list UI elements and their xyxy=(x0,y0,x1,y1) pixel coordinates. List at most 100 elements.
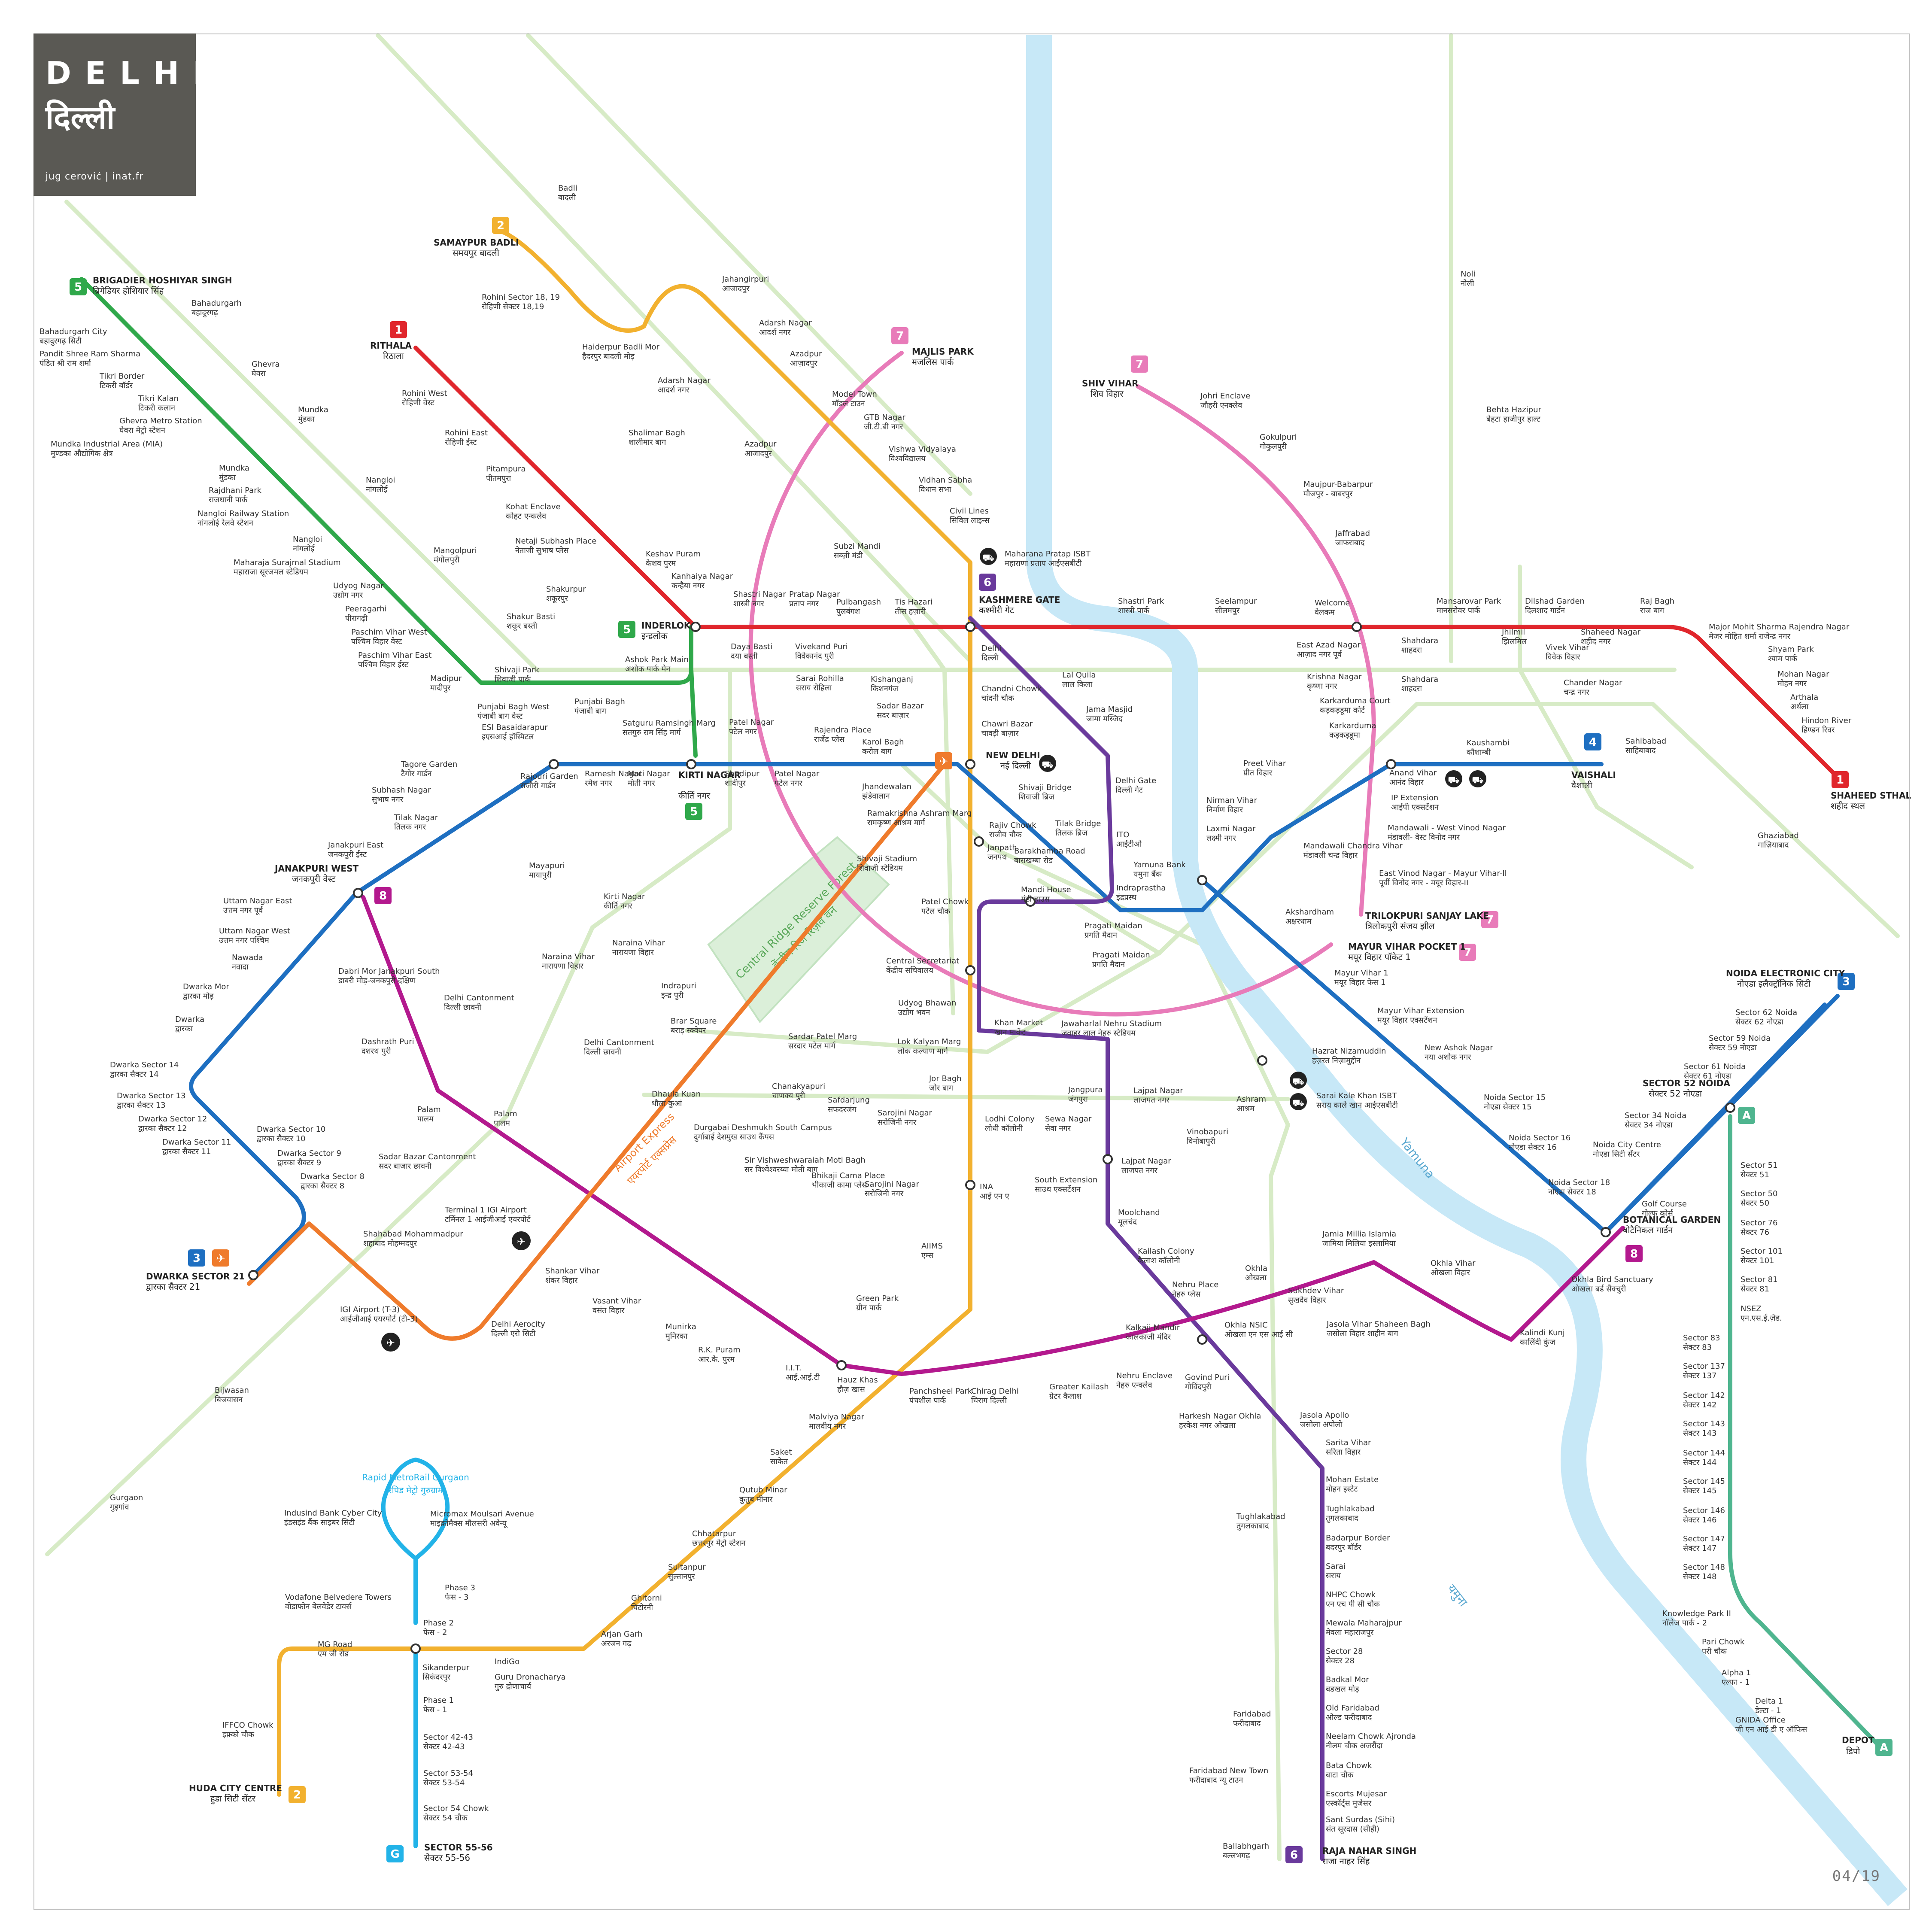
station-name-en: Barakhamba Road xyxy=(1014,847,1085,856)
station-name-hi: लाजपत नगर xyxy=(1121,1166,1158,1175)
station-name-hi: शिवाजी स्टेडियम xyxy=(857,863,903,873)
station-name-hi: सराय काले खान आईएसबीटी xyxy=(1316,1100,1398,1110)
station-name-en: Azadpur xyxy=(744,440,777,449)
station-name-hi: घेवरा xyxy=(252,369,266,378)
badge-box xyxy=(1459,944,1476,961)
station-name-hi: बहादुरगढ़ सिटी xyxy=(39,336,82,346)
station-name-en: Khan Market xyxy=(994,1018,1043,1027)
station-name-en: Indraprastha xyxy=(1116,884,1166,893)
station-name-hi: नोएडा सेक्टर 15 xyxy=(1484,1102,1532,1112)
badge-num: 1 xyxy=(395,324,402,337)
badge-num: 2 xyxy=(293,1789,301,1801)
station-name-hi: कोहट एन्कलेव xyxy=(506,511,547,521)
title-box: DELHI दिल्ली jug cerović | inat.fr xyxy=(33,33,204,196)
station-name-hi: साउथ एक्सटेंशन xyxy=(1035,1185,1081,1194)
badge-box xyxy=(1875,1739,1893,1756)
station-name-en: Phase 2 xyxy=(423,1619,454,1628)
station-name-en: Patel Nagar xyxy=(729,718,774,727)
station-name-hi: आजादपुर xyxy=(722,284,750,293)
station-name-en: Jhilmil xyxy=(1501,628,1525,637)
badge-box xyxy=(70,278,87,295)
train-icon-glyph: ⛟ xyxy=(1448,775,1460,786)
interchange-marker xyxy=(965,965,975,975)
station-name-en: Nirman Vihar xyxy=(1206,796,1258,805)
station-name-en: Karkarduma Court xyxy=(1320,696,1391,705)
station-name-en: Krishna Nagar xyxy=(1307,672,1362,681)
station-name-hi: मेजर मोहित शर्मा राजेन्द्र नगर xyxy=(1709,632,1791,641)
station-name-en: Badkal Mor xyxy=(1326,1675,1369,1684)
station-name-hi: द्वारका सैक्टर 10 xyxy=(257,1134,306,1143)
station-name-en: Jahangirpuri xyxy=(722,275,769,284)
station-name-hi: आदर्श नगर xyxy=(759,328,791,337)
badge-num: 3 xyxy=(1842,975,1850,988)
line-badge-4: 4 xyxy=(1584,733,1601,750)
station-name-en: Sir Vishweshwaraiah Moti Bagh xyxy=(744,1156,866,1165)
station-name-hi: सेवा नगर xyxy=(1045,1124,1071,1133)
station-name-en: Sarojini Nagar xyxy=(865,1180,920,1189)
station-name-hi: जनपथ xyxy=(987,853,1007,862)
station-name-en: Mayur Vihar 1 xyxy=(1334,969,1388,978)
station-label: Noida Sector 16नोएडा सेक्टर 16 xyxy=(1509,1133,1571,1152)
yamuna-river xyxy=(1026,35,1908,1906)
station-name-en: Sikanderpur xyxy=(422,1663,470,1672)
bus-icon-bg xyxy=(1469,770,1486,787)
station-name-hi: सेक्टर 83 xyxy=(1683,1343,1712,1352)
station-name-hi: नीलम चौक अजरौंदा xyxy=(1326,1741,1383,1750)
station-name-hi: नवादा xyxy=(232,963,249,972)
terminal-label-hi: कीर्ति नगर xyxy=(678,790,711,801)
station-name-hi: सेक्टर 50 xyxy=(1741,1198,1769,1208)
station-name-hi: बल्लभगढ़ xyxy=(1223,1851,1250,1860)
station-name-en: Tagore Garden xyxy=(401,760,457,769)
station-label: Sant Surdas (Sihi)संत सूरदास (सीही) xyxy=(1326,1815,1395,1834)
station-name-hi: दिल्ली छावनी xyxy=(444,1002,481,1012)
station-name-hi: नया अशोक नगर xyxy=(1425,1052,1471,1062)
station-name-hi: मुंडका xyxy=(219,473,236,482)
station-name-hi: विश्वविद्यालय xyxy=(889,454,926,463)
station-name-hi: कृष्णा नगर xyxy=(1307,682,1337,691)
station-name-hi: मोहन इस्टेट xyxy=(1326,1484,1358,1494)
bus-icon-glyph: ⛟ xyxy=(1292,1098,1304,1109)
line-badge-7: 7 xyxy=(891,327,908,344)
station-name-hi: टैगोर गार्डन xyxy=(401,769,432,778)
station-name-hi: किशनगंज xyxy=(871,684,899,693)
station-name-hi: गोकुलपुरी xyxy=(1260,442,1287,451)
terminal-label-hi: राजा नाहर सिंह xyxy=(1322,1856,1370,1866)
station-label: Phase 3फेस - 3 xyxy=(445,1583,475,1602)
station-name-en: Rajouri Garden xyxy=(520,772,578,781)
violet-line-6 xyxy=(968,616,1324,1861)
station-name-en: Badli xyxy=(558,184,577,193)
station-name-hi: मादीपुर xyxy=(430,683,451,693)
station-name-en: Dwarka Sector 13 xyxy=(117,1091,185,1100)
terminal-label: BOTANICAL GARDEN xyxy=(1623,1215,1721,1225)
station-name-hi: झंडेवालान xyxy=(862,791,890,801)
terminal-label-hi: डिपो xyxy=(1846,1746,1860,1756)
station-name-en: IGI Airport (T-3) xyxy=(340,1305,400,1314)
station-name-en: Sector 101 xyxy=(1741,1247,1783,1256)
station-label: Phase 2फेस - 2 xyxy=(423,1619,454,1637)
station-name-hi: नेहरु प्लेस xyxy=(1172,1289,1201,1299)
